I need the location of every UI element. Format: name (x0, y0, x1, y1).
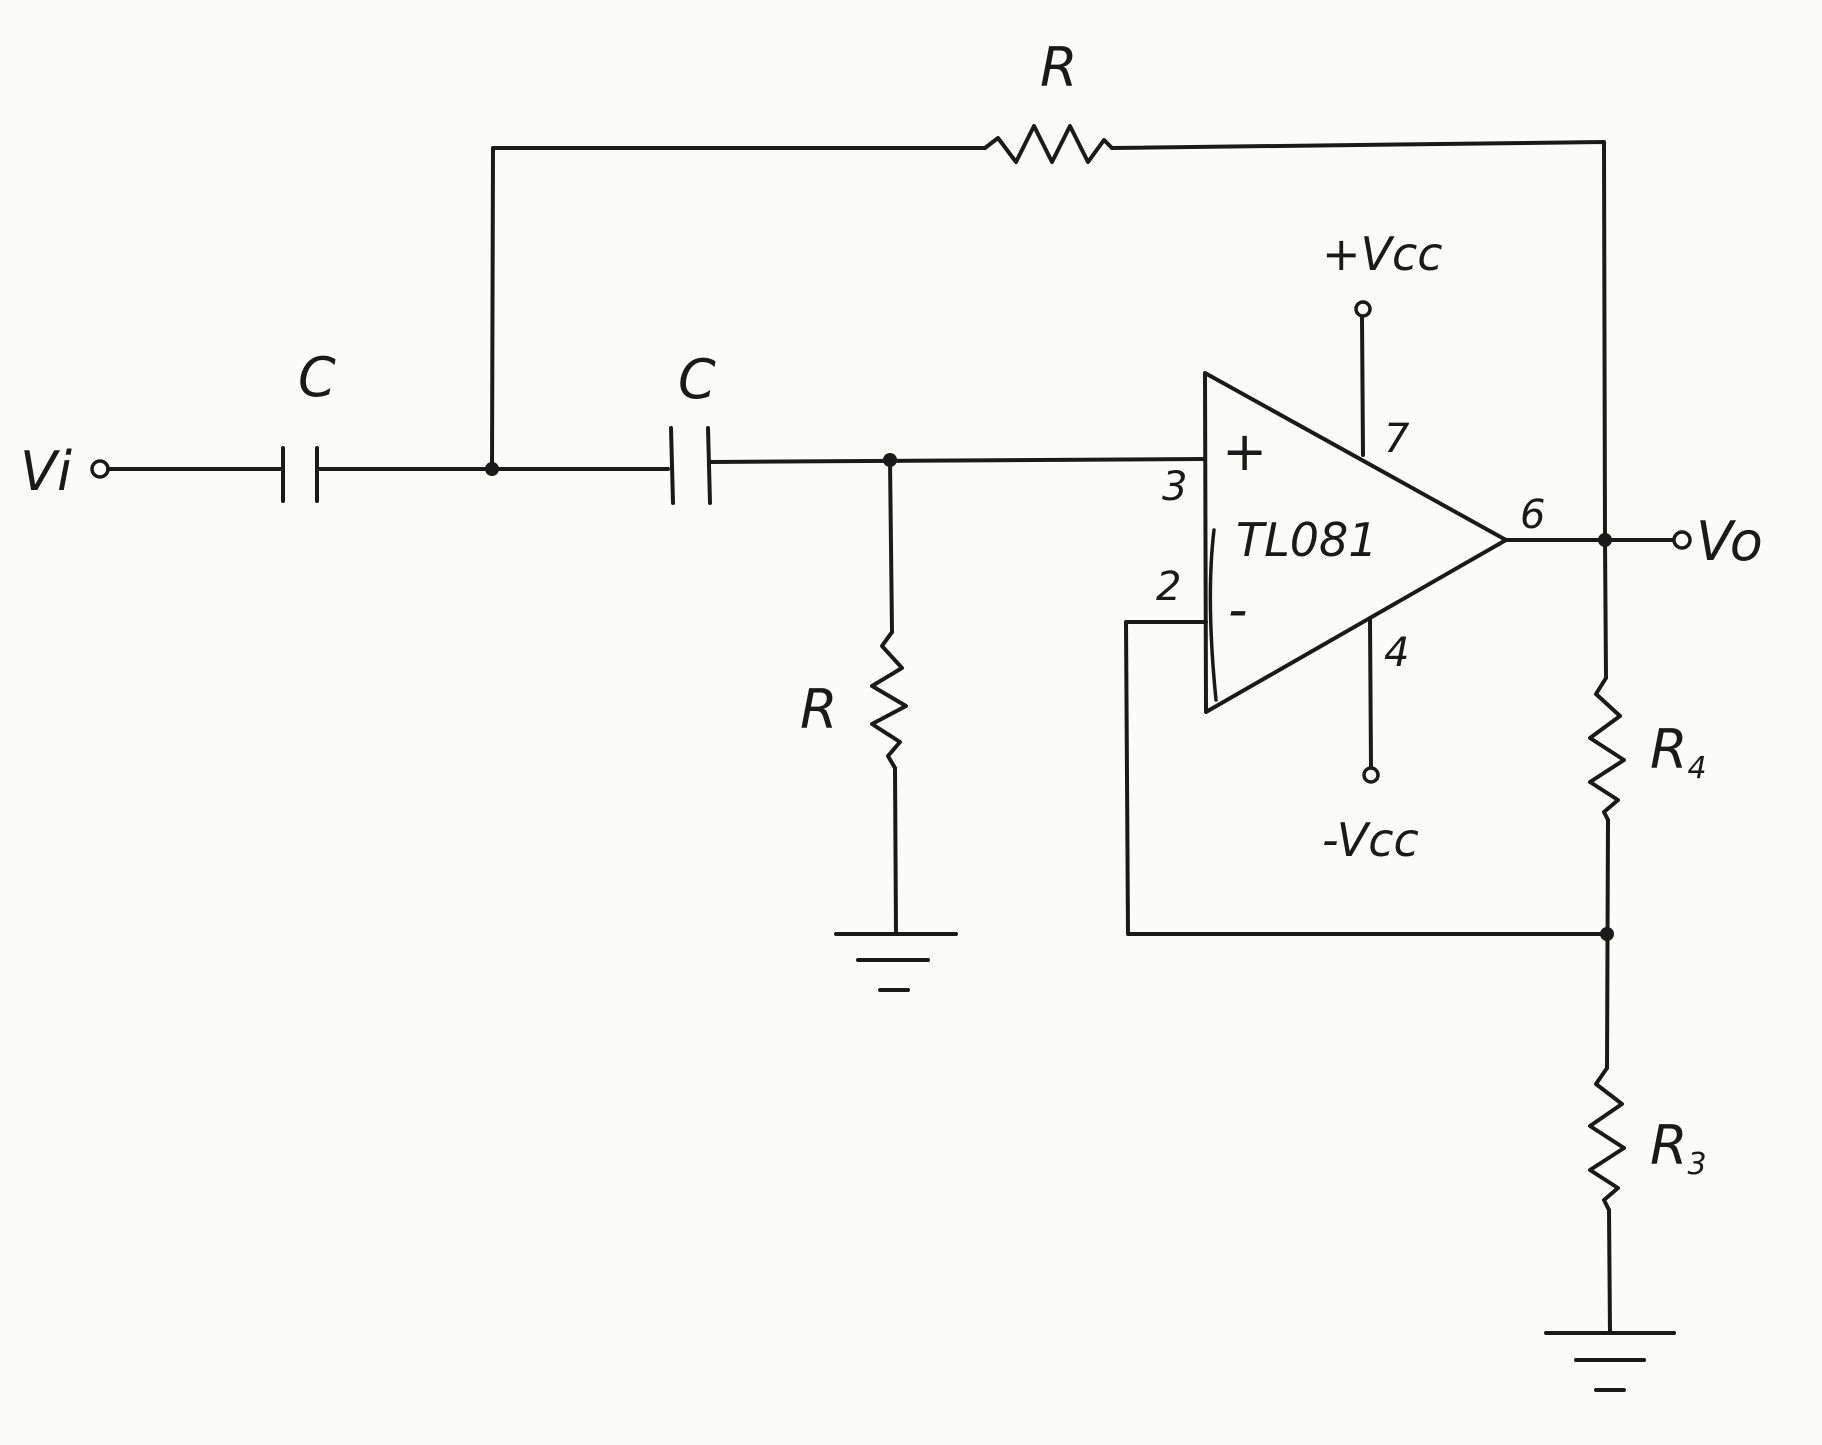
output-terminal (1672, 530, 1692, 550)
junction-dot-feedback (485, 462, 499, 476)
r4-wire-bottom (1605, 818, 1610, 1070)
capacitor-c1 (281, 446, 319, 503)
shunt-wire-bottom (893, 766, 898, 936)
label-pin-inv: 2 (1156, 564, 1181, 610)
vminus-terminal (1362, 766, 1380, 784)
ground-symbol-right (1544, 1331, 1676, 1392)
label-pin-out: 6 (1520, 492, 1545, 538)
resistor-r4 (1588, 676, 1626, 822)
r3-wire-bottom (1607, 1208, 1612, 1335)
label-input: Vi (20, 440, 72, 503)
vplus-pin-wire (1360, 315, 1365, 457)
feedback-wire-up (490, 146, 987, 471)
capacitor-c2 (669, 426, 712, 505)
junction-dot-output (1598, 533, 1612, 547)
label-r4-sub: 4 (1688, 751, 1707, 786)
label-pin-vminus: 4 (1384, 630, 1409, 676)
label-plus-supply: +Vcc (1322, 227, 1443, 281)
label-shunt-resistor: R (800, 678, 838, 741)
wire-c2-to-plus (708, 457, 1205, 464)
vplus-terminal (1354, 300, 1372, 318)
feedback-wire-right (1110, 140, 1607, 542)
shunt-wire-top (888, 458, 894, 634)
label-minus-sign: - (1228, 578, 1248, 641)
junction-dot-shunt (883, 453, 897, 467)
label-capacitor-2: C (678, 348, 716, 411)
input-terminal (90, 459, 110, 479)
label-pin-vplus: 7 (1384, 416, 1410, 462)
resistor-r-shunt (870, 630, 908, 770)
junction-dot-divider (1600, 927, 1614, 941)
r4-wire-top (1603, 538, 1608, 680)
label-feedback-resistor: R (1040, 36, 1078, 99)
label-plus-sign: + (1222, 420, 1267, 483)
label-pin-noninv: 3 (1162, 464, 1187, 510)
label-capacitor-1: C (298, 346, 336, 409)
label-output: Vo (1696, 510, 1763, 573)
resistor-r-feedback (983, 124, 1114, 164)
label-r3: R3 (1650, 1114, 1707, 1182)
resistor-r3 (1588, 1066, 1626, 1212)
negative-feedback-wire (1124, 620, 1609, 936)
opamp-tl081 (1203, 371, 1508, 714)
label-r4: R4 (1650, 718, 1707, 786)
label-r4-main: R (1650, 718, 1688, 781)
vminus-pin-wire (1368, 618, 1373, 769)
label-r3-sub: 3 (1688, 1147, 1707, 1182)
label-opamp-name: TL081 (1236, 513, 1378, 567)
label-minus-supply: -Vcc (1322, 813, 1419, 867)
label-r3-main: R (1650, 1114, 1688, 1177)
ground-symbol-left (834, 932, 958, 992)
